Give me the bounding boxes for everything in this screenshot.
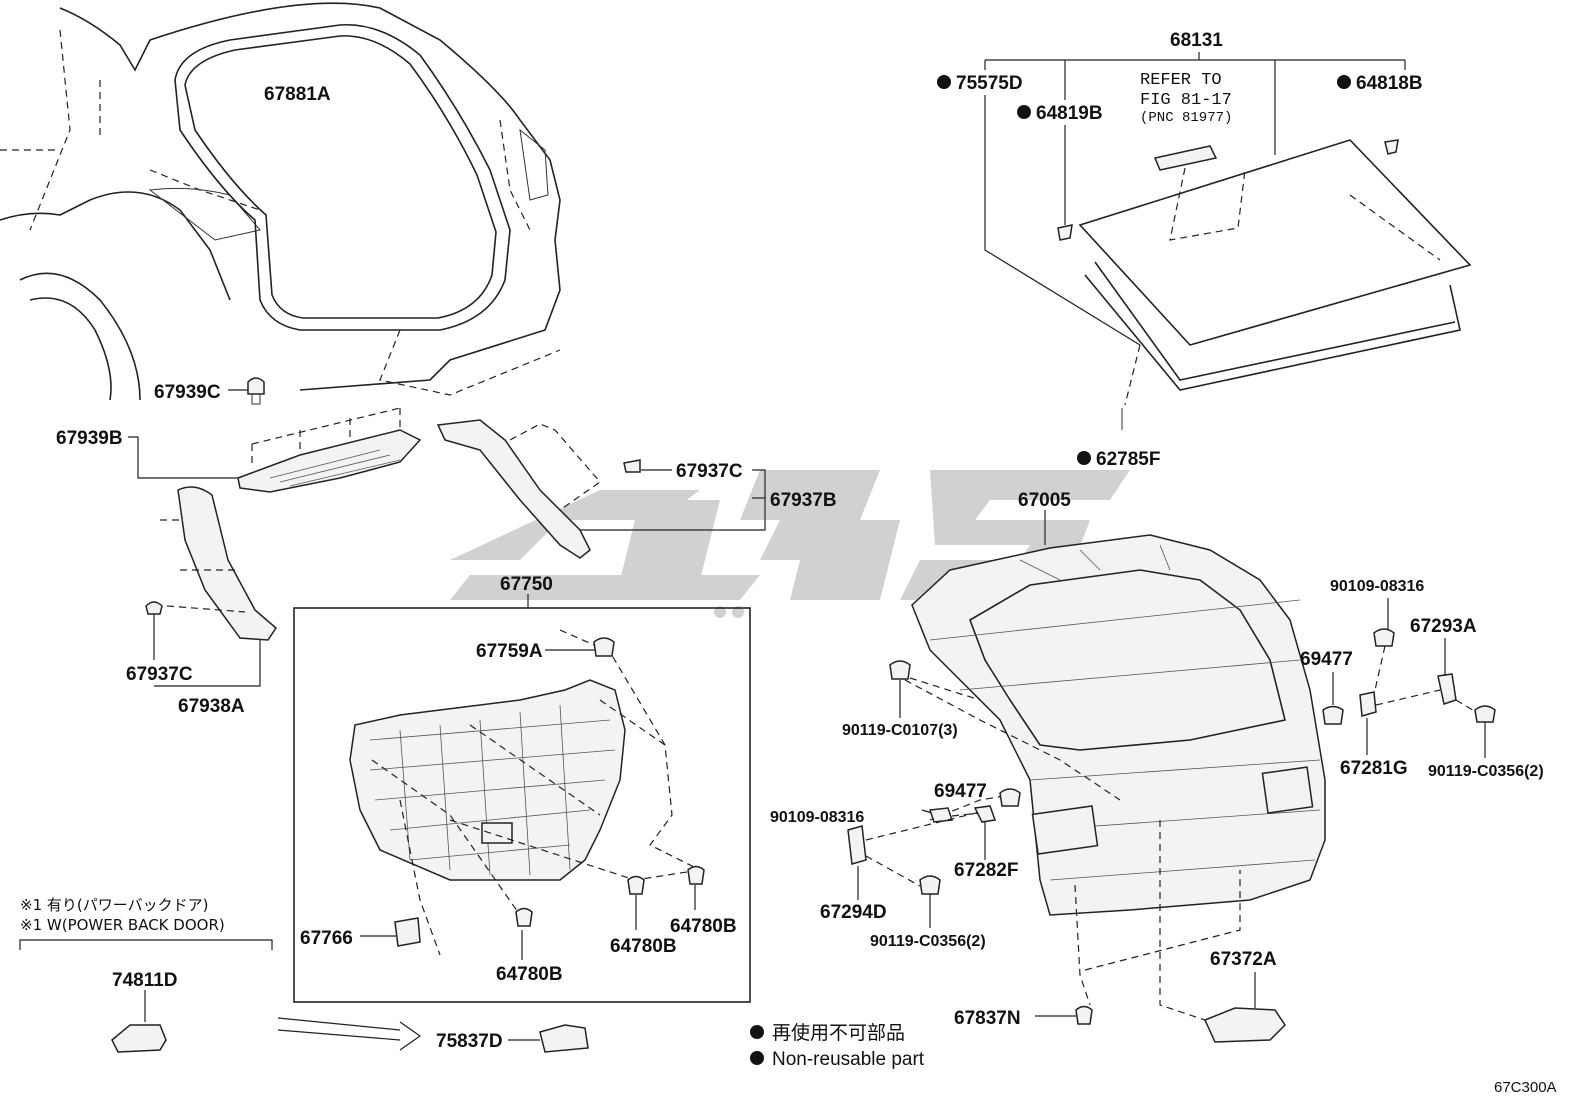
clip-67937C-top [623,459,641,473]
label-67281G: 67281G [1340,758,1408,779]
vehicle-body-outline [0,2,561,401]
label-64780B-2: 64780B [610,936,677,957]
non-reusable-dot [937,75,951,89]
label-62785F: 62785F [1096,449,1160,470]
label-67750: 67750 [500,574,553,595]
note-jp: ※1 有り(パワーバックドア) [20,896,208,914]
label-90109-08316-right: 90109-08316 [1330,578,1424,595]
watermark-logo [450,470,1130,618]
label-67937C-top: 67937C [676,461,743,482]
figure-code: 67C300A [1494,1079,1557,1096]
label-64819B: 64819B [1036,103,1103,124]
label-67937B: 67937B [770,490,837,511]
clip-67939C [247,377,265,405]
label-75837D: 75837D [436,1031,503,1052]
non-reusable-dot [1337,75,1351,89]
legend: 再使用不可部品 Non-reusable part [750,1022,925,1070]
note-en: ※1 W(POWER BACK DOOR) [20,916,225,934]
bracket-parts-middle [847,660,1021,928]
label-68131: 68131 [1170,30,1223,51]
leader-lines-left [128,389,766,687]
bracket-parts-right [1322,598,1496,758]
label-67294D: 67294D [820,902,887,923]
label-67293A: 67293A [1410,616,1477,637]
back-door-67005 [904,510,1326,1021]
part-labels: 67881A 67939C 67939B 67937C 67937B 67937… [56,30,1544,1052]
label-75575D: 75575D [956,73,1023,94]
refer-line-3: (PNC 81977) [1140,110,1232,126]
refer-line-1: REFER TO [1140,71,1222,90]
label-67282F: 67282F [954,860,1018,881]
label-67938A: 67938A [178,696,245,717]
legend-dot-icon [750,1051,764,1065]
clip-64780B-group [515,865,705,927]
legend-jp: 再使用不可部品 [772,1022,905,1044]
label-67766: 67766 [300,928,353,949]
label-67759A: 67759A [476,641,543,662]
label-64780B-3: 64780B [670,916,737,937]
label-67881A: 67881A [264,84,331,105]
clip-67937C-left [145,601,163,615]
label-74811D: 74811D [112,970,178,991]
label-90109-08316-middle: 90109-08316 [770,809,864,826]
back-glass-68131 [984,52,1472,430]
part-67766 [394,917,421,947]
lower-door-parts [1035,972,1286,1043]
legend-dot-icon [750,1025,764,1039]
power-back-door-section [19,939,589,1053]
panel-box-67750 [293,594,751,1003]
label-67939C: 67939C [154,382,221,403]
non-reusable-dot [1017,105,1031,119]
trim-67937B [436,419,601,559]
trim-67938A [154,486,277,641]
label-67372A: 67372A [1210,949,1277,970]
label-67837N: 67837N [954,1008,1021,1029]
notes: ※1 有り(パワーバックドア) ※1 W(POWER BACK DOOR) [20,896,225,934]
label-90119-C0356-right: 90119-C0356(2) [1428,763,1544,780]
label-90119-C0356-middle: 90119-C0356(2) [870,933,986,950]
label-67937C-left: 67937C [126,664,193,685]
trim-67939B [237,407,422,493]
label-64780B-1: 64780B [496,964,563,985]
label-90119-C0107: 90119-C0107(3) [842,722,958,739]
label-67939B: 67939B [56,428,123,449]
label-67005: 67005 [1018,490,1071,511]
clip-67759A [593,637,615,657]
label-69477-right: 69477 [1300,649,1353,670]
label-64818B: 64818B [1356,73,1423,94]
legend-en: Non-reusable part [772,1049,925,1070]
refer-line-2: FIG 81-17 [1140,91,1232,110]
non-reusable-dot [1077,451,1091,465]
label-69477-middle: 69477 [934,781,987,802]
